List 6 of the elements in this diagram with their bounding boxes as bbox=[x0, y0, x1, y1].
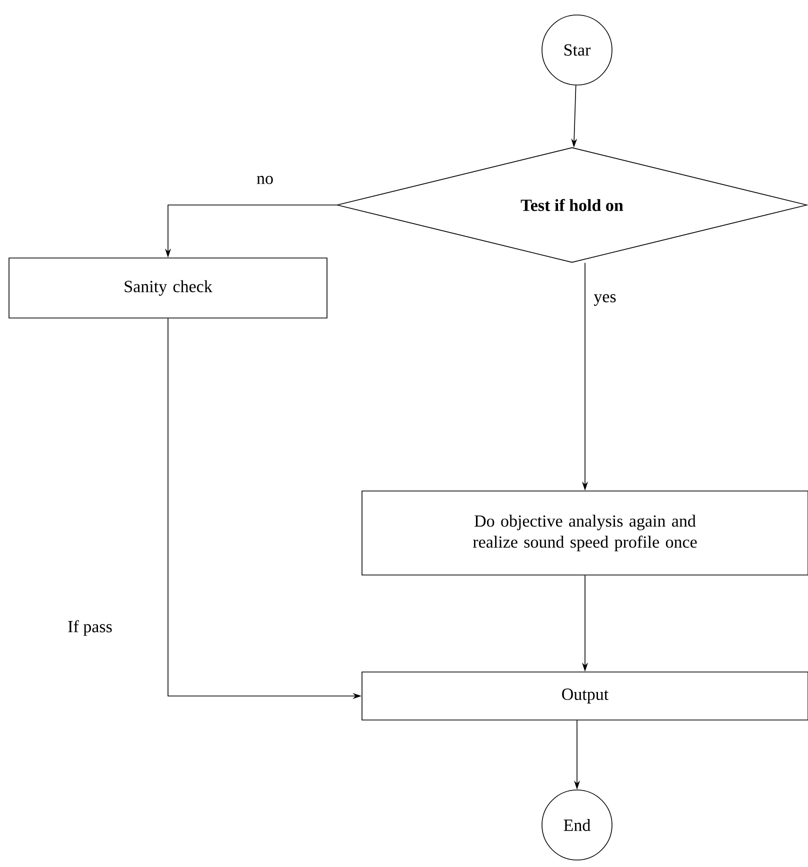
edge-label: no bbox=[254, 174, 276, 186]
edge-label: yes bbox=[592, 292, 618, 308]
process-box: Sanity check bbox=[8, 258, 328, 318]
edge-label: If pass bbox=[66, 618, 114, 638]
process-box: Output bbox=[362, 672, 808, 720]
process-box: Do objective analysis again and realize sound speed profile once bbox=[362, 490, 808, 576]
